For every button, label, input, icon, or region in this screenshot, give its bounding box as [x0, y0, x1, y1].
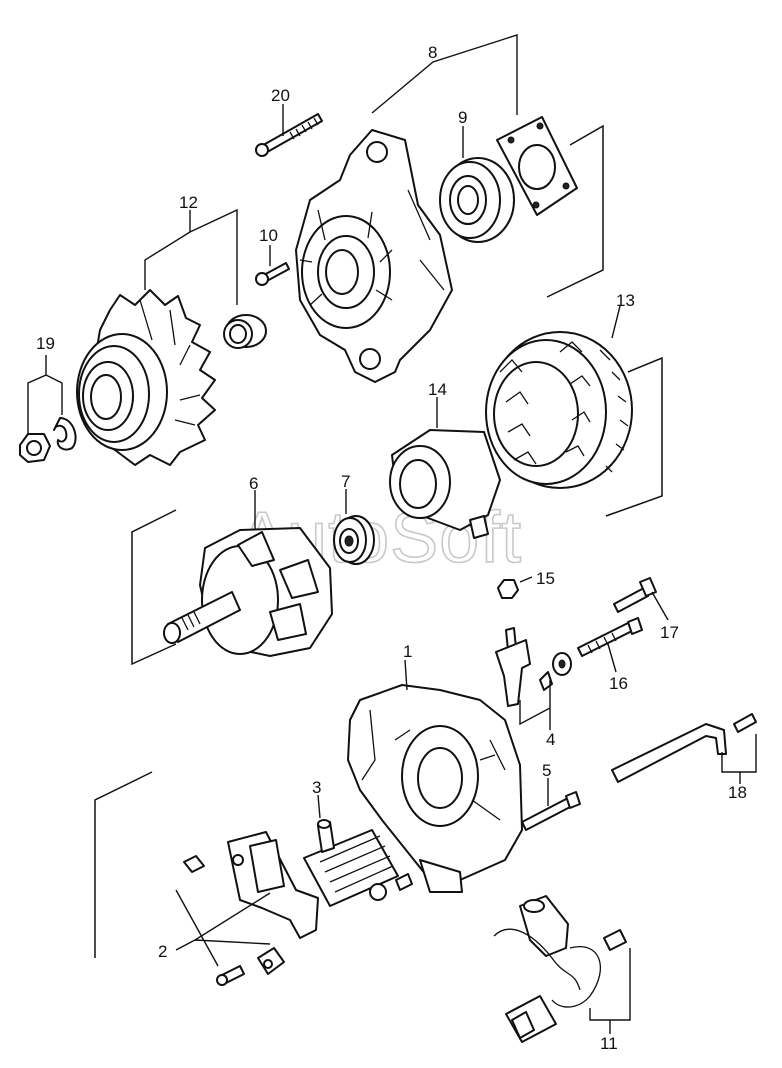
leader-12 [144, 208, 238, 305]
leader-13 [611, 305, 621, 339]
callout-20: 20 [271, 86, 290, 105]
callout-15: 15 [536, 569, 555, 588]
leader-1 [404, 659, 408, 691]
part-11-harness [493, 895, 627, 1043]
callout-5: 5 [542, 761, 551, 780]
part-7-bearing [333, 515, 375, 565]
part-13-stator [485, 331, 633, 489]
part-5-bolt [521, 791, 581, 831]
part-10-screw [255, 262, 290, 286]
callout-1: 1 [403, 642, 412, 661]
bracket-8 [546, 124, 604, 298]
callout-labels: 1 2 3 4 5 6 7 8 9 10 11 12 13 14 15 16 1… [36, 43, 747, 1053]
part-19-nut-washer [19, 417, 77, 463]
leader-8 [371, 34, 518, 115]
callout-11: 11 [600, 1034, 618, 1053]
leader-11 [589, 948, 631, 1034]
callout-13: 13 [616, 291, 635, 310]
callout-2: 2 [158, 942, 167, 961]
part-9-bearing [439, 157, 515, 243]
bracket-2 [94, 771, 153, 958]
part-15-nut [497, 579, 519, 599]
leader-18 [721, 734, 757, 784]
leader-2 [175, 889, 271, 967]
part-16-bolt [577, 617, 643, 657]
callout-4: 4 [546, 730, 555, 749]
part-14-shell [389, 429, 501, 539]
callout-6: 6 [249, 474, 258, 493]
bearing-retainer-plate [496, 116, 578, 216]
part-12-pulley-fan [76, 289, 216, 466]
leader-17 [651, 591, 669, 621]
leader-3 [317, 794, 321, 819]
callout-14: 14 [428, 380, 447, 399]
leader-15 [519, 576, 533, 583]
leader-4 [519, 680, 551, 730]
part-17-bolt [613, 577, 657, 613]
terminal-stud [495, 627, 572, 707]
callout-19: 19 [36, 334, 55, 353]
part-3-rectifier [303, 819, 413, 907]
callout-9: 9 [458, 108, 467, 127]
part-6-rotor [163, 527, 333, 657]
part-18-strap [611, 713, 757, 783]
leader-19 [27, 355, 63, 435]
callout-18: 18 [728, 783, 747, 802]
leader-16 [607, 643, 617, 673]
callout-3: 3 [312, 778, 321, 797]
part-20-bolt [255, 113, 323, 157]
bracket-6 [131, 509, 177, 666]
part-8-front-housing [295, 129, 453, 383]
callout-10: 10 [259, 226, 278, 245]
callout-12: 12 [179, 193, 198, 212]
part-1-rear-housing [347, 684, 523, 893]
bracket-13 [605, 356, 663, 517]
callout-8: 8 [428, 43, 437, 62]
part-2-regulator [183, 831, 319, 986]
callout-7: 7 [341, 472, 350, 491]
spacer-collar [223, 314, 267, 349]
callout-17: 17 [660, 623, 679, 642]
callout-16: 16 [609, 674, 628, 693]
